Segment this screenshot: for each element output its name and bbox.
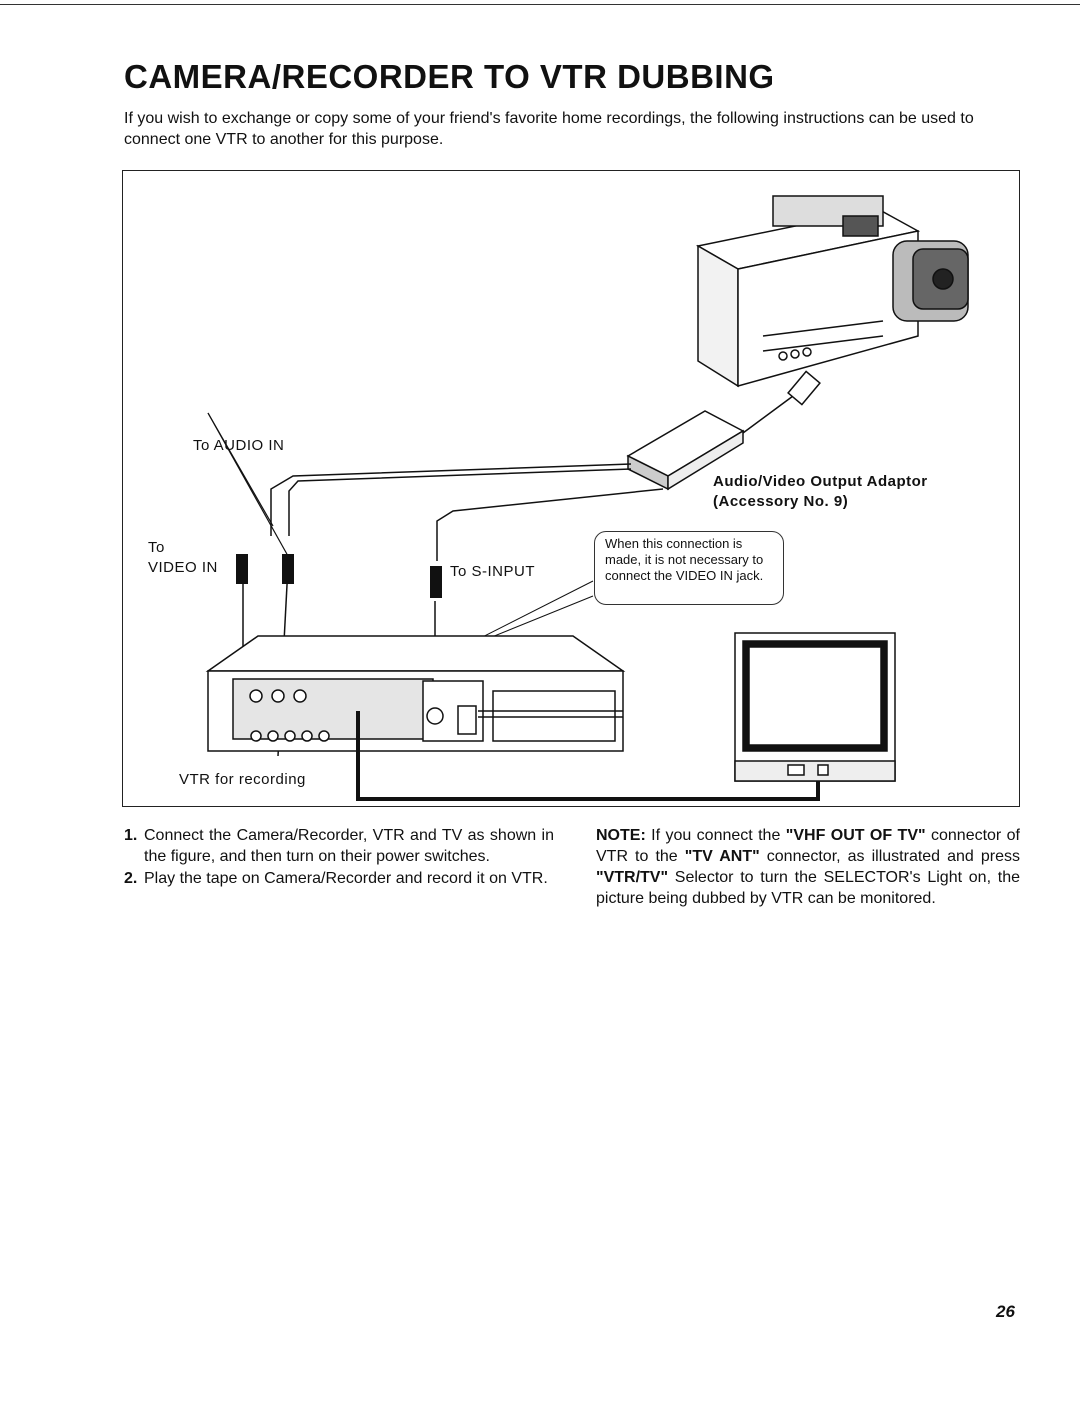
note-emphasis: "VTR/TV"	[596, 869, 669, 886]
note-paragraph: NOTE: If you connect the "VHF OUT OF TV"…	[596, 825, 1020, 909]
vtr-illustration	[205, 635, 626, 752]
step-number: 2.	[124, 870, 138, 887]
note-text: connector of VTR to the	[596, 827, 1021, 865]
intro-paragraph: If you wish to exchange or copy some of …	[124, 110, 974, 148]
tv-ant-cable	[356, 711, 820, 801]
step-item: 1. Connect the Camera/Recorder, VTR and …	[124, 825, 554, 867]
callout-note: When this connection is made, it is not …	[594, 531, 784, 605]
top-rule	[0, 4, 1080, 5]
note-text: Selector to turn the SELECTOR's Light on…	[596, 869, 1020, 907]
adaptor-label-line1: Audio/Video Output Adaptor	[713, 473, 928, 490]
video-in-label: VIDEO IN	[148, 559, 218, 576]
camera-recorder-illustration	[695, 195, 969, 388]
to-s-input-label: To S-INPUT	[450, 563, 536, 580]
note-emphasis: "TV ANT"	[684, 848, 760, 865]
note-text: connector, as illustrated and press	[759, 848, 1021, 865]
step-text: Play the tape on Camera/Recorder and rec…	[144, 870, 548, 887]
note-prefix: NOTE:	[596, 827, 646, 844]
page-title: CAMERA/RECORDER TO VTR DUBBING	[124, 58, 775, 95]
vtr-label: VTR for recording	[179, 771, 306, 788]
instruction-steps: 1. Connect the Camera/Recorder, VTR and …	[124, 825, 554, 890]
note-text: If you connect the	[645, 827, 786, 844]
diagram-drawing	[205, 195, 969, 801]
av-output-adaptor-illustration	[626, 370, 821, 491]
to-audio-in-label: To AUDIO IN	[193, 437, 285, 454]
note-emphasis: "VHF OUT OF TV"	[785, 827, 926, 844]
step-text: Connect the Camera/Recorder, VTR and TV …	[144, 827, 554, 865]
connection-diagram: To AUDIO IN To VIDEO IN To S-INPUT Audio…	[122, 170, 1020, 807]
page-number: 26	[996, 1302, 1015, 1321]
step-item: 2. Play the tape on Camera/Recorder and …	[124, 868, 554, 889]
adaptor-label-line2: (Accessory No. 9)	[713, 493, 849, 510]
to-label: To	[148, 539, 165, 556]
tv-illustration	[734, 632, 896, 782]
step-number: 1.	[124, 827, 138, 844]
